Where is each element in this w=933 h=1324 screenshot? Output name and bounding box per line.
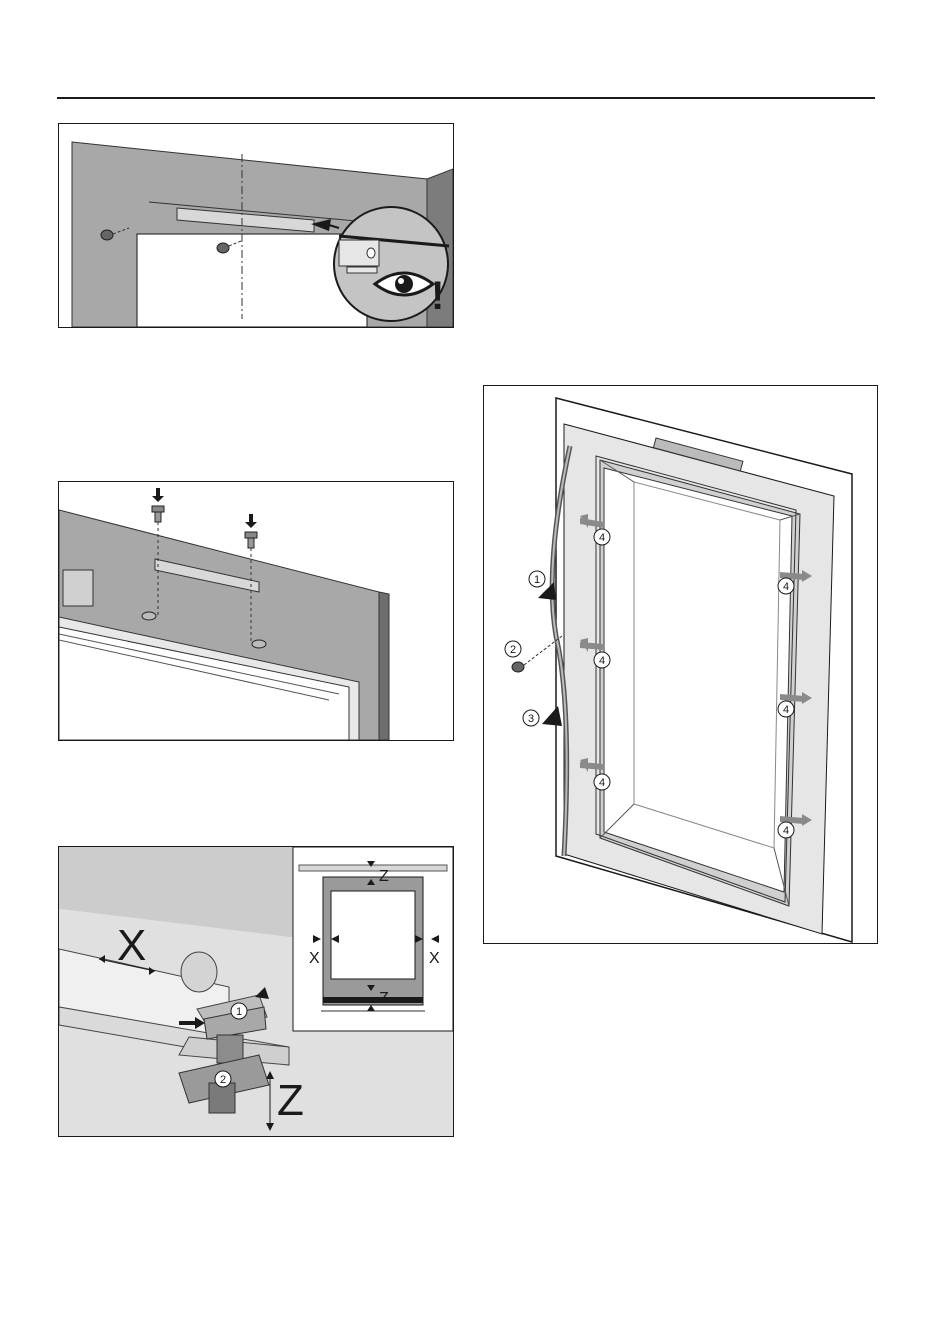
- callout-2: 2: [505, 641, 521, 657]
- figure-door-adjustment: X Z 1 2 Z Z X X: [58, 846, 454, 1137]
- svg-text:2: 2: [220, 1074, 226, 1086]
- callout-1: 1: [231, 1003, 247, 1019]
- bracket-alignment-illustration: !: [59, 124, 453, 327]
- door-adjustment-illustration: X Z 1 2 Z Z X X: [59, 847, 453, 1136]
- svg-text:4: 4: [599, 777, 605, 789]
- svg-text:4: 4: [599, 532, 605, 544]
- svg-text:4: 4: [783, 825, 789, 837]
- down-arrow-icon: [152, 488, 164, 502]
- gap-inset: Z Z X X: [293, 847, 453, 1031]
- figure-bracket-alignment: !: [58, 123, 454, 328]
- inset-x-left-label: X: [309, 950, 320, 967]
- axis-x-label: X: [117, 921, 146, 970]
- svg-text:1: 1: [534, 574, 540, 586]
- svg-text:2: 2: [510, 644, 516, 656]
- svg-text:4: 4: [783, 704, 789, 716]
- figure-door-seal: 1 2 3 4 4 4: [483, 385, 878, 944]
- callout-3: 3: [523, 710, 539, 726]
- attention-mark: !: [431, 274, 444, 318]
- header-rule: [57, 97, 875, 99]
- bracket-screws-illustration: [59, 482, 453, 740]
- down-arrow-icon: [245, 514, 257, 528]
- svg-text:3: 3: [528, 713, 534, 725]
- inset-x-right-label: X: [429, 950, 440, 967]
- callout-2: 2: [215, 1071, 231, 1087]
- callout-1: 1: [529, 571, 545, 587]
- inset-z-bottom-label: Z: [379, 990, 389, 1007]
- svg-text:4: 4: [599, 655, 605, 667]
- figure-bracket-screws: [58, 481, 454, 741]
- door-seal-illustration: 1 2 3 4 4 4: [484, 386, 877, 943]
- axis-z-label: Z: [277, 1076, 304, 1125]
- screw-icon: [152, 506, 164, 522]
- inset-z-top-label: Z: [379, 868, 389, 885]
- svg-text:1: 1: [236, 1006, 242, 1018]
- svg-text:4: 4: [783, 581, 789, 593]
- screw-icon: [245, 532, 257, 548]
